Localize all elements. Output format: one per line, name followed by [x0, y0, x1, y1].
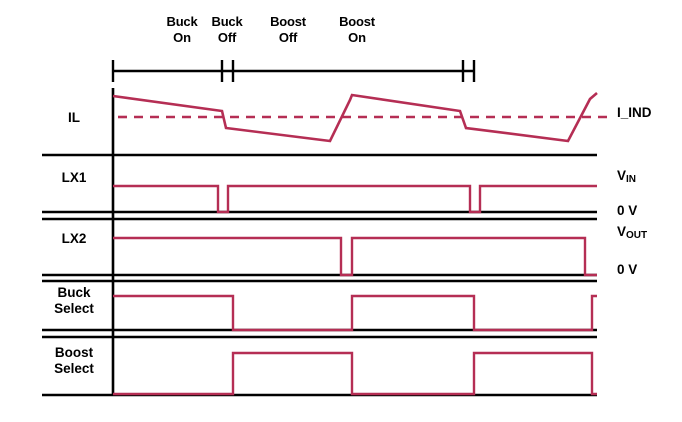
row-label-line1: IL	[68, 110, 80, 125]
waveform-buck-select	[113, 294, 597, 332]
side-label-text: I_IND	[617, 105, 652, 120]
row-label-line2: Select	[54, 301, 94, 316]
side-label-0v-lx1: 0 V	[617, 203, 637, 218]
row-label-lx1: LX1	[40, 170, 108, 186]
side-label-i-ind: I_IND	[617, 105, 652, 120]
side-label-subscript: IN	[626, 174, 637, 185]
waveform-il	[112, 92, 598, 143]
side-label-text: V	[617, 168, 627, 183]
row-label-line1: Boost	[54, 345, 94, 360]
side-label-text: 0 V	[617, 203, 638, 218]
waveform-lx1	[113, 184, 597, 214]
row-label-line1: LX1	[61, 170, 87, 185]
row-label-il: IL	[40, 110, 108, 126]
phase-label-boost-on: Boost On	[326, 14, 388, 46]
phase-label-boost-off: Boost Off	[257, 14, 319, 46]
timeline-ruler	[111, 60, 476, 82]
phase-label-buck-off: Buck Off	[197, 14, 257, 46]
side-label-text: 0 V	[617, 262, 638, 277]
row-label-line1: LX2	[61, 231, 87, 246]
phase-label-buck-on: Buck On	[152, 14, 212, 46]
row-label-lx2: LX2	[40, 231, 108, 247]
row-label-boost-select: Boost Select	[40, 345, 108, 377]
phase-label-line2: Off	[217, 30, 237, 45]
waveform-lx2	[113, 236, 597, 277]
phase-label-line2: On	[348, 30, 366, 45]
side-label-v-out: VOUT	[617, 224, 647, 241]
phase-label-line1: Buck	[211, 14, 243, 29]
row-label-line2: Select	[54, 361, 94, 376]
side-label-subscript: OUT	[626, 230, 648, 241]
side-label-text: V	[617, 224, 627, 239]
row-label-line1: Buck	[57, 285, 91, 300]
row-label-buck-select: Buck Select	[40, 285, 108, 317]
side-label-v-in: VIN	[617, 168, 636, 185]
phase-label-line2: On	[173, 30, 191, 45]
phase-label-line1: Buck	[166, 14, 198, 29]
waveform-boost-select	[113, 351, 597, 396]
row-separators	[42, 153, 597, 397]
phase-label-line1: Boost	[270, 14, 306, 29]
phase-label-line2: Off	[278, 30, 298, 45]
phase-label-line1: Boost	[339, 14, 375, 29]
side-label-0v-lx2: 0 V	[617, 262, 637, 277]
